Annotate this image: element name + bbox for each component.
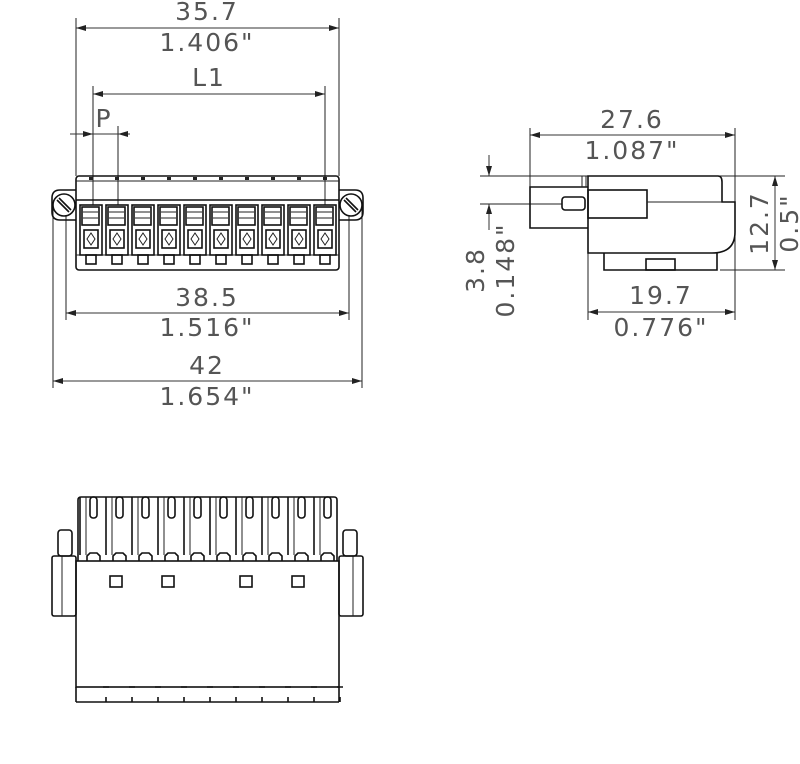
screw-clamp-icon (239, 229, 255, 249)
dim-text-inch: 0.5" (775, 193, 800, 252)
screw-icon (52, 193, 76, 217)
rib (313, 496, 343, 702)
rib (105, 496, 135, 702)
rib (209, 496, 239, 702)
dim-text-mm: 12.7 (745, 191, 774, 255)
rib (287, 496, 317, 702)
latch-windows (109, 575, 305, 588)
pole-module (287, 177, 311, 265)
dim-text-mm: 27.6 (600, 105, 664, 134)
dim-text-mm: 42 (189, 351, 225, 380)
dim-text-inch: 1.516" (159, 313, 254, 342)
dim-text-p: P (95, 104, 112, 133)
pole-modules (79, 177, 337, 265)
rib (79, 496, 109, 702)
dim-text-l1: L1 (192, 63, 226, 92)
side-view: 27.6 1.087" 12.7 0.5" 3.8 0.148" 19.7 0.… (461, 105, 800, 342)
dim-text-inch: 1.087" (584, 136, 679, 165)
screw-clamp-icon (317, 229, 333, 249)
dim-text-inch: 0.148" (491, 222, 520, 317)
screw-flange-right (339, 189, 364, 221)
pole-module (235, 177, 259, 265)
ribs (76, 496, 343, 703)
rib (183, 496, 213, 702)
screw-clamp-icon (135, 229, 151, 249)
dim-depth: 27.6 1.087" (530, 105, 735, 165)
pole-module (313, 177, 337, 265)
ear-left (51, 529, 77, 617)
pole-module (209, 177, 233, 265)
screw-clamp-icon (109, 229, 125, 249)
rib (235, 496, 265, 702)
ribbed-top (77, 496, 338, 561)
dim-text-inch: 0.776" (613, 313, 708, 342)
dim-flange: 38.5 1.516" (66, 283, 349, 342)
pole-module (157, 177, 181, 265)
screw-clamp-icon (161, 229, 177, 249)
dim-body-depth: 19.7 0.776" (588, 281, 735, 342)
dim-l1: L1 (93, 63, 325, 97)
pin (561, 196, 586, 211)
screw-clamp-icon (213, 229, 229, 249)
connector-housing (75, 175, 340, 271)
dim-overall-inner: 35.7 1.406" (76, 0, 339, 57)
rib (261, 496, 291, 702)
dim-offset: 3.8 0.148" (461, 155, 520, 318)
dim-text-mm: 3.8 (461, 247, 490, 293)
dim-text-mm: 35.7 (175, 0, 239, 26)
dim-height: 12.7 0.5" (745, 176, 800, 270)
dim-text-inch: 1.654" (159, 382, 254, 411)
bottom-view (51, 496, 364, 703)
front-view: 35.7 1.406" L1 P 38.5 1.516" 42 1.654" (51, 0, 364, 411)
screw-icon (339, 193, 363, 217)
pole-module (183, 177, 207, 265)
extension-lines (52, 18, 363, 388)
pole-module (261, 177, 285, 265)
pole-module (79, 177, 103, 265)
screw-clamp-icon (83, 229, 99, 249)
dim-pitch: P (70, 104, 130, 137)
dim-overall: 42 1.654" (53, 351, 362, 411)
screw-clamp-icon (265, 229, 281, 249)
rib (131, 496, 161, 702)
dim-text-inch: 1.406" (159, 28, 254, 57)
side-housing (587, 175, 736, 254)
dim-text-mm: 38.5 (175, 283, 239, 312)
rib (157, 496, 187, 702)
bottom-housing (75, 560, 340, 688)
pole-module (105, 177, 129, 265)
screw-clamp-icon (187, 229, 203, 249)
ear-right (338, 529, 364, 617)
dim-text-mm: 19.7 (629, 281, 693, 310)
screw-flange-left (51, 189, 76, 221)
pole-module (131, 177, 155, 265)
screw-clamp-icon (291, 229, 307, 249)
